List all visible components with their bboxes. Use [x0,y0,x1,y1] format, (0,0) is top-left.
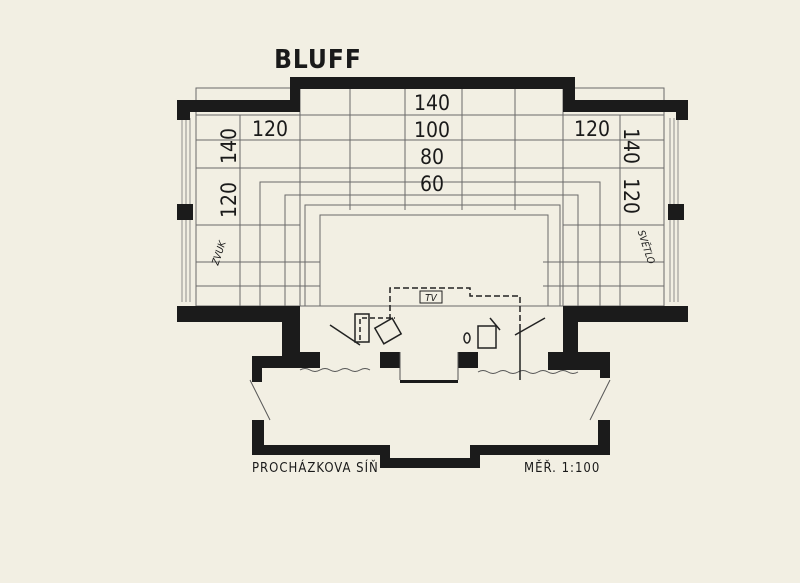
scale-label: MĚŘ. 1:100 [524,460,600,476]
control-desk [329,287,546,380]
level-100: 100 [414,118,450,142]
hall-name: PROCHÁZKOVA SÍŇ [252,460,379,476]
level-140: 140 [414,91,450,115]
right-top-label: 120 [574,117,610,141]
level-80: 80 [420,145,444,169]
plan-title: BLUFF [274,45,362,75]
right-side-120: 120 [619,178,643,214]
walls [177,77,688,468]
tv-box [419,290,443,304]
tv-label: TV [425,293,437,304]
left-top-label: 120 [252,117,288,141]
level-60: 60 [420,172,444,196]
left-side-140: 140 [217,128,241,164]
platform-grid [195,87,665,307]
left-side-120: 120 [217,182,241,218]
right-side-140: 140 [619,128,643,164]
curtains [249,352,611,421]
